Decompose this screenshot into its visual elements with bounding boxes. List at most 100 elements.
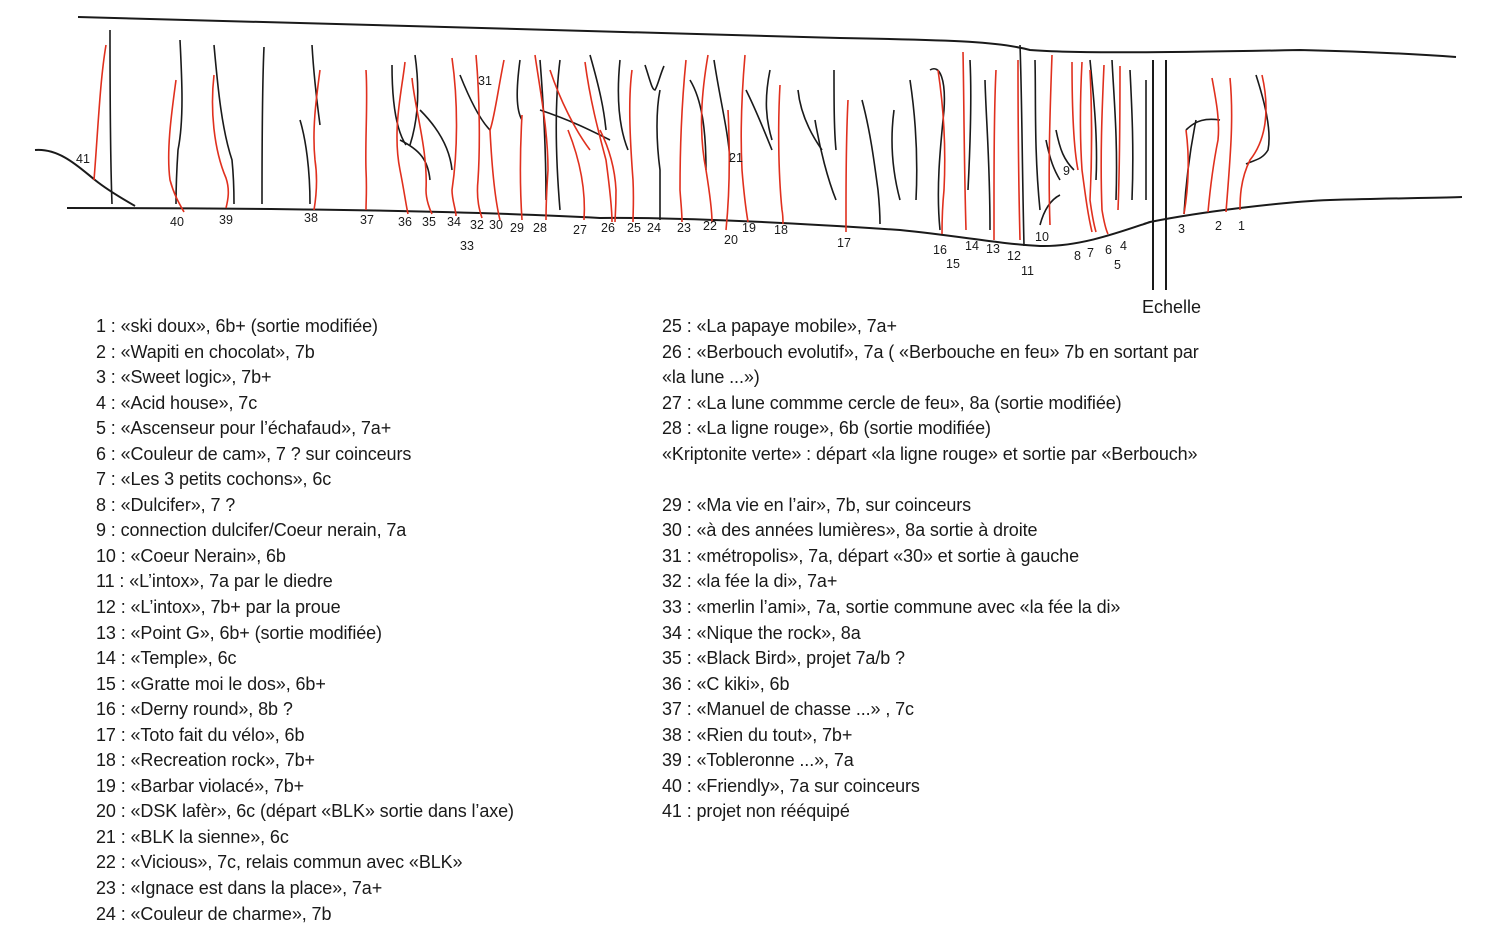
legend-entry: 21 : «BLK la sienne», 6c bbox=[96, 826, 289, 847]
route-number-label: 12 bbox=[1007, 249, 1021, 263]
rock-feature-line bbox=[539, 59, 547, 201]
legend-entry: 31 : «métropolis», 7a, départ «30» et so… bbox=[662, 545, 1079, 566]
route-line bbox=[1117, 65, 1121, 211]
legend-spacer bbox=[662, 467, 1199, 493]
route-line bbox=[534, 54, 549, 221]
rock-feature-line bbox=[861, 99, 881, 225]
legend-entry: 9 : connection dulcifer/Coeur nerain, 7a bbox=[96, 520, 407, 541]
rock-feature-line bbox=[814, 119, 837, 201]
legend-entry: 19 : «Barbar violacé», 7b+ bbox=[96, 775, 305, 796]
rock-feature-line bbox=[399, 139, 431, 181]
route-line bbox=[1017, 59, 1021, 241]
legend-entry: 24 : «Couleur de charme», 7b bbox=[96, 903, 332, 924]
rock-feature-line bbox=[833, 69, 837, 151]
route-line bbox=[1079, 61, 1093, 233]
rock-feature-line bbox=[984, 79, 991, 231]
rock-feature-line bbox=[765, 69, 773, 141]
legend-entry: 30 : «à des années lumières», 8a sortie … bbox=[662, 520, 1038, 541]
route-number-label: 9 bbox=[1063, 164, 1070, 178]
legend-entry: 38 : «Rien du tout», 7b+ bbox=[662, 724, 853, 745]
legend-entry: 14 : «Temple», 6c bbox=[96, 648, 237, 669]
route-line bbox=[1089, 69, 1097, 233]
legend-entry: 36 : «C kiki», 6b bbox=[662, 673, 790, 694]
route-line bbox=[777, 84, 784, 225]
route-line bbox=[628, 69, 635, 223]
route-number-label: 29 bbox=[510, 221, 524, 235]
rock-feature-line bbox=[713, 59, 731, 161]
legend-entry: 26 : «Berbouch evolutif», 7a ( «Berbouch… bbox=[662, 341, 1199, 362]
route-line bbox=[1239, 74, 1267, 211]
legend-entry: 16 : «Derny round», 8b ? bbox=[96, 699, 293, 720]
route-number-label: 27 bbox=[573, 223, 587, 237]
rock-feature-line bbox=[261, 46, 265, 205]
route-line bbox=[451, 57, 458, 217]
legend-entry: 4 : «Acid house», 7c bbox=[96, 392, 258, 413]
route-line bbox=[1071, 61, 1079, 171]
rock-feature-line bbox=[409, 54, 419, 146]
legend-entry: 41 : projet non rééquipé bbox=[662, 801, 850, 822]
legend-entry: 35 : «Black Bird», projet 7a/b ? bbox=[662, 648, 905, 669]
legend-entry: 29 : «Ma vie en l’air», 7b, sur coinceur… bbox=[662, 494, 972, 515]
cliff-base-edge bbox=[66, 196, 1463, 248]
route-number-label: 36 bbox=[398, 215, 412, 229]
rock-feature-line bbox=[1045, 139, 1061, 181]
route-line bbox=[1048, 54, 1053, 226]
route-number-label: 19 bbox=[742, 221, 756, 235]
rock-feature-line bbox=[311, 44, 321, 126]
legend-entry: 10 : «Coeur Nerain», 6b bbox=[96, 545, 286, 566]
rock-feature-line bbox=[644, 64, 665, 91]
route-number-label: 22 bbox=[703, 219, 717, 233]
route-number-label: 1 bbox=[1238, 219, 1245, 233]
rock-feature-line bbox=[891, 109, 901, 201]
rock-feature-line bbox=[299, 119, 311, 205]
legend-entry: 20 : «DSK lafèr», 6c (départ «BLK» sorti… bbox=[96, 801, 514, 822]
left-slope bbox=[34, 148, 136, 207]
route-number-label: 32 bbox=[470, 218, 484, 232]
rock-feature-line bbox=[617, 59, 629, 151]
rock-feature-line bbox=[909, 79, 918, 201]
route-number-label: 7 bbox=[1087, 246, 1094, 260]
route-line bbox=[584, 61, 613, 223]
route-line bbox=[599, 129, 617, 223]
rock-feature-line bbox=[213, 44, 235, 205]
legend-entry: 1 : «ski doux», 6b+ (sortie modifiée) bbox=[96, 316, 378, 336]
legend-entry: «Kriptonite verte» : départ «la ligne ro… bbox=[662, 443, 1198, 464]
rock-feature-line bbox=[589, 54, 607, 131]
echelle-label: Echelle bbox=[1142, 297, 1201, 317]
route-line bbox=[725, 109, 731, 231]
legend-entry: 2 : «Wapiti en chocolat», 7b bbox=[96, 341, 315, 362]
legend-column-2: 25 : «La papaye mobile», 7a+26 : «Berbou… bbox=[662, 314, 1199, 825]
legend-entry: 7 : «Les 3 petits cochons», 6c bbox=[96, 469, 332, 490]
route-line bbox=[993, 69, 997, 241]
route-number-label: 25 bbox=[627, 221, 641, 235]
route-line bbox=[1225, 77, 1233, 213]
route-line bbox=[962, 51, 967, 231]
route-line bbox=[549, 69, 591, 151]
rock-feature-line bbox=[656, 89, 661, 220]
legend-entry: 40 : «Friendly», 7a sur coinceurs bbox=[662, 775, 920, 796]
legend-entry: «la lune ...») bbox=[662, 367, 760, 388]
legend-column-1: 1 : «ski doux», 6b+ (sortie modifiée) 2 :… bbox=[96, 314, 514, 927]
route-line bbox=[313, 69, 321, 211]
route-number-label: 10 bbox=[1035, 230, 1049, 244]
route-number-label: 17 bbox=[837, 236, 851, 250]
rock-feature-line bbox=[1089, 59, 1098, 181]
legend-entry: 17 : «Toto fait du vélo», 6b bbox=[96, 724, 305, 745]
rock-feature-line bbox=[1111, 59, 1118, 201]
route-line bbox=[519, 114, 523, 221]
route-number-label: 40 bbox=[170, 215, 184, 229]
legend-entry: 8 : «Dulcifer», 7 ? bbox=[96, 494, 236, 515]
route-number-label: 2 bbox=[1215, 219, 1222, 233]
legend-entry: 27 : «La lune commme cercle de feu», 8a … bbox=[662, 392, 1122, 413]
route-line bbox=[211, 74, 230, 209]
route-number-label: 3 bbox=[1178, 222, 1185, 236]
route-line bbox=[167, 79, 185, 213]
legend-entry: 22 : «Vicious», 7c, relais commun avec «… bbox=[96, 852, 463, 873]
route-number-label: 31 bbox=[478, 74, 492, 88]
rock-feature-line bbox=[1129, 69, 1134, 201]
route-line bbox=[937, 69, 946, 235]
rock-feature-line bbox=[391, 64, 407, 146]
route-line bbox=[567, 129, 586, 221]
rock-feature-line bbox=[797, 89, 823, 151]
